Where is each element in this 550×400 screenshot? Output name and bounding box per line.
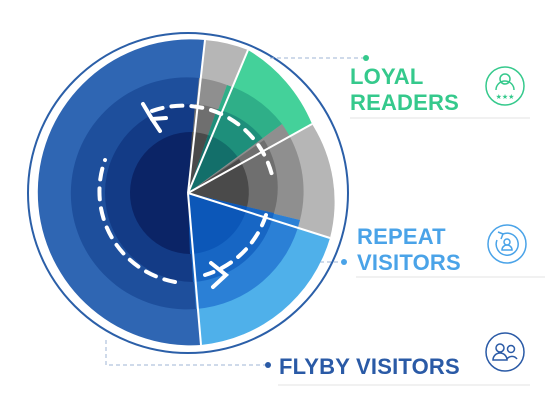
svg-text:★★★: ★★★ — [496, 93, 515, 101]
label-underlines — [278, 117, 545, 386]
repeat-visitors-label-line1: REPEAT — [357, 224, 446, 249]
loyal-readers-icon: ★★★ — [485, 66, 525, 106]
loyal-readers-label: LOYAL READERS — [350, 64, 459, 116]
connector-dots — [265, 55, 369, 368]
flyby-visitors-label-line1: FLYBY VISITORS — [279, 354, 460, 379]
loyal-readers-label-line1: LOYAL — [350, 64, 424, 89]
repeat-visitor-icon — [487, 224, 527, 264]
outer-ring — [27, 32, 349, 354]
connector-lines — [105, 57, 366, 366]
flyby-segment-core — [129, 131, 192, 254]
pie-layers — [37, 39, 335, 346]
repeat-visitors-label-line2: VISITORS — [357, 250, 461, 275]
gray-segment-right-core — [188, 159, 249, 207]
cycle-arrow-icon — [97, 102, 274, 289]
repeat-segment-core — [188, 193, 247, 254]
loyal-readers-label-line2: READERS — [350, 90, 459, 115]
flyby-visitors-label: FLYBY VISITORS — [279, 354, 460, 380]
group-visitors-icon — [485, 332, 525, 372]
segment-dividers — [187, 39, 331, 346]
loyal-segment-core — [188, 135, 239, 193]
repeat-visitors-label: REPEAT VISITORS — [357, 224, 461, 276]
